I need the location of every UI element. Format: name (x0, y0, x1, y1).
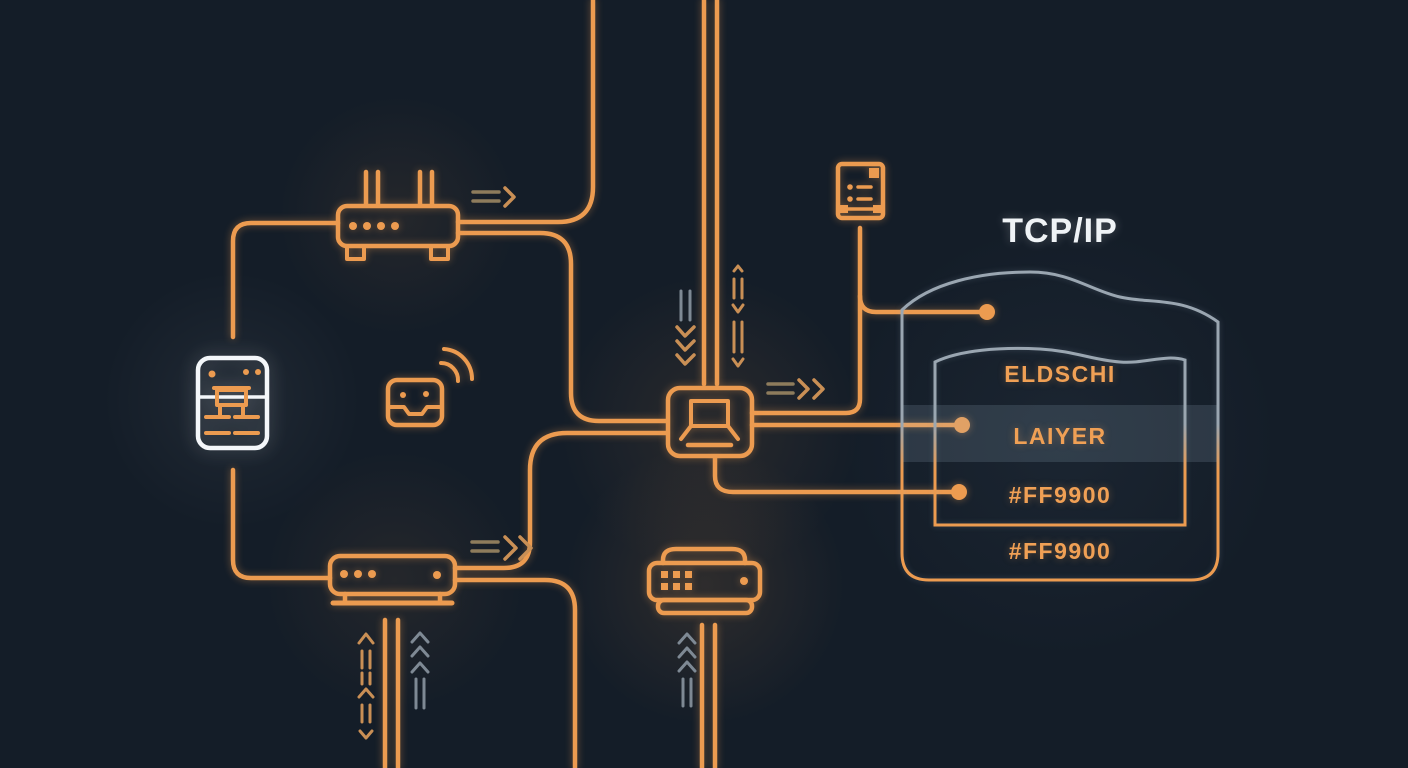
trace-router-up (455, 0, 596, 225)
switch-icon (327, 553, 458, 606)
panel-dot-top (979, 304, 995, 320)
trace-switch-to-node (452, 430, 669, 571)
trace-doc-to-node (749, 225, 863, 416)
document-icon (835, 161, 886, 221)
connection-traces (230, 0, 995, 768)
panel-highlight-band (902, 405, 1218, 462)
tcpip-panel (900, 270, 1220, 582)
trace-branch-to-panel (857, 293, 985, 315)
router-icon (335, 169, 461, 261)
diagram-title: TCP/IP (1002, 212, 1118, 250)
panel-caption-hex: #FF9900 (1008, 538, 1112, 564)
arrows-above-node-right (731, 264, 745, 368)
trace-left-bottom (230, 467, 333, 581)
panel-dot-ff (951, 484, 967, 500)
panel-row-label-eldschi: ELDSCHI (1004, 361, 1116, 387)
panel-row-label-layer: LAIYER (1013, 423, 1107, 449)
laptop-node-icon (665, 385, 755, 459)
panel-dot-layer (954, 417, 970, 433)
trace-switch-down (452, 577, 578, 768)
flow-arrows (357, 186, 825, 740)
arrows-above-node-left (675, 289, 696, 366)
panel-outer-frame (900, 270, 1220, 582)
arrows-below-printer (677, 632, 697, 708)
trace-left-top (230, 220, 341, 340)
arrow-right-of-node (766, 378, 825, 400)
arrows-below-switch-right (410, 631, 430, 710)
panel-inner-frame (933, 346, 1187, 527)
arrows-below-switch-left (357, 632, 375, 740)
panel-row-label-hex: #FF9900 (1008, 482, 1112, 508)
trace-router-to-node (455, 230, 669, 424)
printer-icon (646, 546, 763, 616)
arrow-right-of-switch (470, 535, 533, 561)
wifi-device-icon (385, 347, 475, 428)
arrow-right-of-router (471, 186, 516, 208)
server-card-icon (195, 355, 270, 451)
trace-node-to-ff (712, 454, 954, 495)
